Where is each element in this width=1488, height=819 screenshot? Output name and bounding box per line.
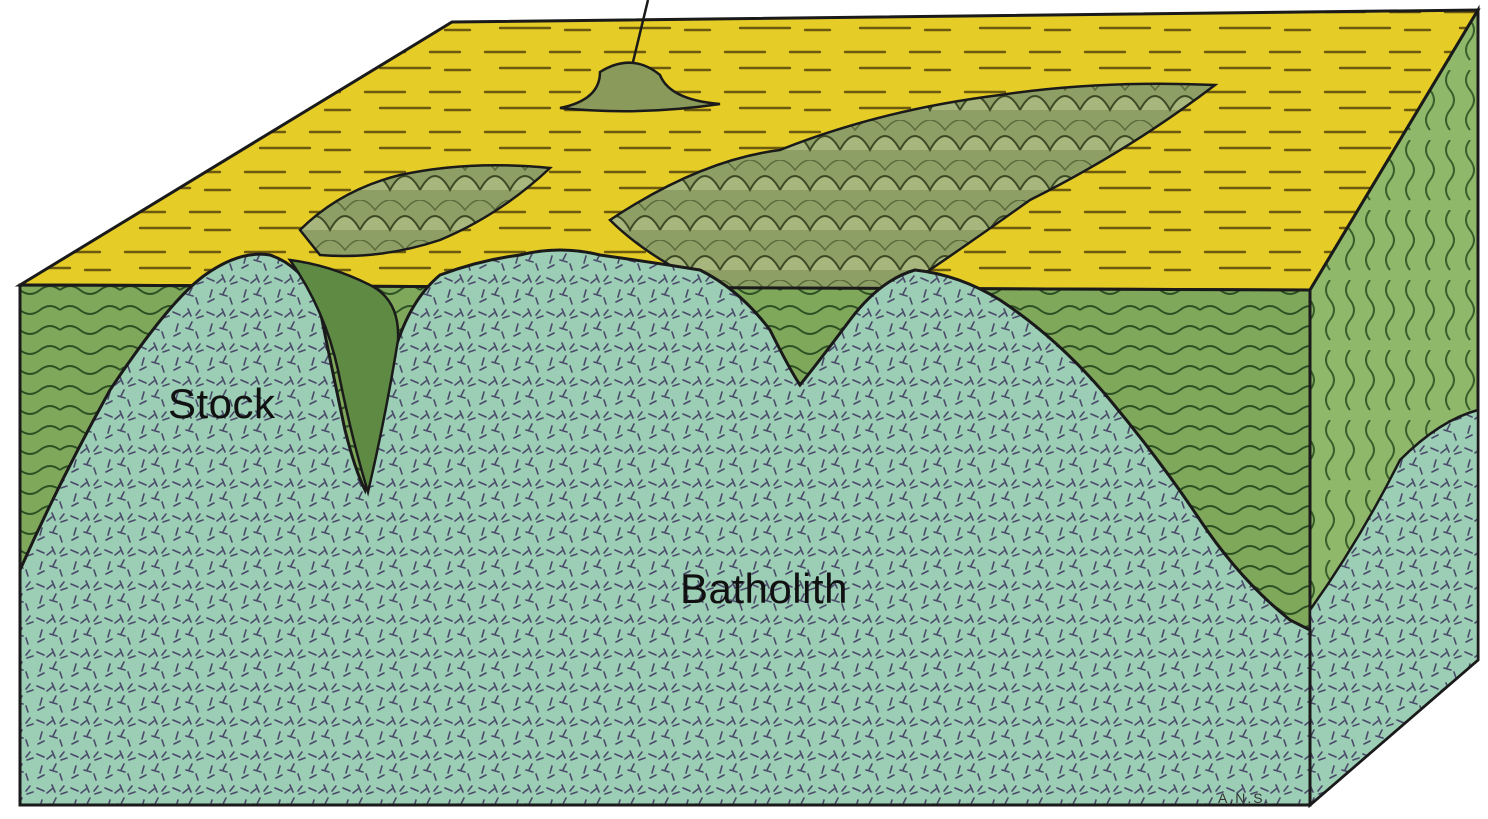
batholith-label: Batholith bbox=[680, 565, 848, 613]
stock-label: Stock bbox=[168, 380, 276, 428]
artist-signature: A.N.S. bbox=[1218, 790, 1270, 806]
